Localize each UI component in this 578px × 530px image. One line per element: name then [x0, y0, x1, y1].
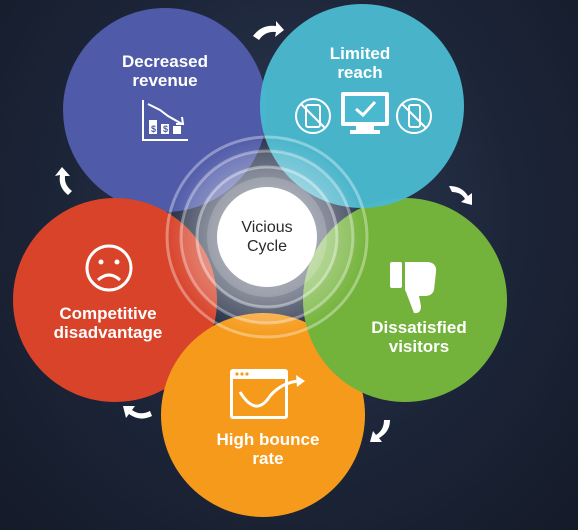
svg-text:$: $	[151, 124, 156, 134]
center-label: Vicious Cycle	[241, 219, 293, 255]
chart-down-dollar-icon: $ $	[142, 100, 188, 141]
devices-icon	[295, 92, 432, 134]
arrow-left-icon	[55, 167, 72, 195]
thumbs-down-icon	[390, 262, 437, 314]
arrow-right-bottom-icon	[370, 420, 390, 442]
sad-face-icon	[85, 244, 133, 292]
label-decreased-revenue: Decreased revenue	[121, 52, 208, 90]
label-competitive-disadvantage: Competitive disadvantage	[53, 304, 163, 342]
label-high-bounce-rate: High bounce rate	[216, 430, 320, 468]
arrow-bottom-left-icon	[123, 406, 152, 419]
browser-bounce-icon	[230, 369, 305, 419]
label-limited-reach: Limited reach	[329, 44, 391, 82]
center-rings	[165, 135, 369, 339]
center-disc	[217, 187, 317, 287]
arrow-right-top-icon	[449, 186, 472, 205]
label-dissatisfied-visitors: Dissatisfied visitors	[371, 318, 467, 356]
svg-text:$: $	[163, 124, 168, 134]
arrow-top-icon	[253, 21, 284, 40]
cycle-arrows	[55, 21, 472, 442]
